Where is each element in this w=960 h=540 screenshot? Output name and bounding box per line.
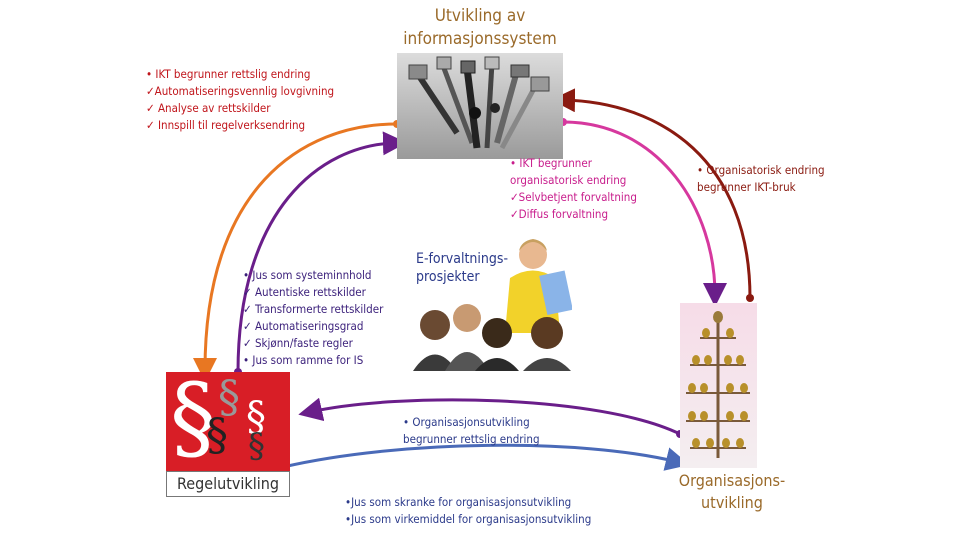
org-to-law-list: • Organisasjonsutvikling begrunner retts… [403, 414, 540, 448]
org-label: Organisasjons- utvikling [672, 470, 792, 514]
list-item: • Jus som systeminnhold [243, 268, 372, 282]
cables-image [397, 53, 563, 159]
org-tree-image [680, 303, 757, 468]
list-item: ✓Selvbetjent forvaltning [510, 190, 637, 204]
system-title: Utvikling av informasjonssystem [380, 5, 580, 51]
paragraph-icon-grey: § [218, 372, 240, 423]
system-title-line-1: Utvikling av [434, 6, 526, 26]
list-item: begrunner rettslig endring [403, 432, 540, 446]
org-label-line-1: Organisasjons- [678, 471, 786, 490]
arc-org-to-it [551, 88, 752, 299]
list-item: • IKT begrunner rettslig endring [146, 67, 311, 81]
law-label: Regelutvikling [176, 474, 280, 493]
law-label-box: Regelutvikling [166, 471, 290, 497]
arc-law-to-it [236, 131, 407, 373]
list-item: ✓ Skjønn/faste regler [243, 336, 353, 350]
eproject-label-line-1: E-forvaltnings- [416, 251, 508, 267]
paragraph-icon: § [170, 372, 216, 471]
list-item: ✓ Transformerte rettskilder [243, 302, 384, 316]
list-item: • Organisatorisk endring [697, 163, 825, 177]
system-title-line-2: informasjonssystem [403, 29, 557, 49]
eproject-people-image [405, 233, 572, 371]
eproject-label: E-forvaltnings- prosjekter [416, 250, 508, 286]
list-item: • Jus som ramme for IS [243, 353, 364, 367]
law-as-content-list: • Jus som systeminnhold ✓ Autentiske ret… [243, 267, 383, 369]
arc-org-to-law [298, 397, 681, 436]
paragraph-icon-small: § [248, 426, 265, 466]
paragraph-icon-white: § [246, 394, 266, 440]
law-to-org-list: •Jus som skranke for organisasjonsutvikl… [345, 494, 591, 528]
list-item: ✓ Innspill til regelverksendring [146, 118, 306, 132]
arc-law-to-org [282, 443, 690, 471]
list-item: ✓ Analyse av rettskilder [146, 101, 271, 115]
arc-it-to-org [562, 120, 727, 307]
list-item: • Organisasjonsutvikling [403, 415, 530, 429]
arc-it-to-law [193, 122, 398, 382]
list-item: ✓Diffus forvaltning [510, 207, 609, 221]
it-to-org-list: • IKT begrunner organisatorisk endring ✓… [510, 155, 637, 223]
org-to-it-list: • Organisatorisk endring begrunner IKT-b… [697, 162, 825, 196]
list-item: ✓ Autentiske rettskilder [243, 285, 366, 299]
law-symbol-image: § § § § § [166, 372, 290, 471]
list-item: •Jus som skranke for organisasjonsutvikl… [345, 495, 572, 509]
org-label-line-2: utvikling [701, 493, 763, 512]
paragraph-icon-dark: § [206, 410, 228, 461]
arc-org-to-it-start [746, 294, 754, 302]
list-item: ✓Automatiseringsvennlig lovgivning [146, 84, 335, 98]
list-item: •Jus som virkemiddel for organisasjonsut… [345, 512, 592, 526]
it-to-law-list: • IKT begrunner rettslig endring ✓Automa… [146, 66, 334, 134]
list-item: ✓ Automatiseringsgrad [243, 319, 364, 333]
list-item: • IKT begrunner [510, 156, 592, 170]
list-item: begrunner IKT-bruk [697, 180, 796, 194]
list-item: organisatorisk endring [510, 173, 627, 187]
eproject-label-line-2: prosjekter [416, 269, 480, 285]
